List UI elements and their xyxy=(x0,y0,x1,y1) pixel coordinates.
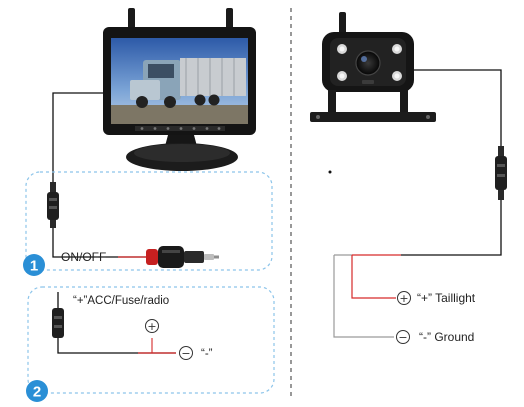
inline-fuse-icon xyxy=(495,146,507,200)
monitor-wire xyxy=(52,92,103,182)
minus-terminal-symbol: − xyxy=(181,347,190,360)
taillight-label: “+” Taillight xyxy=(417,291,476,305)
mount-screw-dot xyxy=(328,170,332,174)
step-badge-1-number: 1 xyxy=(30,258,38,275)
minus-terminal: − xyxy=(179,346,193,360)
inline-fuse-icon xyxy=(47,182,59,228)
acc-wire xyxy=(57,338,176,354)
cigarette-lighter-plug-icon xyxy=(146,246,219,268)
ground-label: “-” Ground xyxy=(419,330,474,344)
inline-fuse-icon xyxy=(52,308,64,338)
acc-label: “+”ACC/Fuse/radio xyxy=(73,295,169,307)
power-box-2 xyxy=(27,286,275,394)
plug-wire xyxy=(52,228,146,258)
step-badge-2: 2 xyxy=(26,380,48,402)
taillight-terminal-symbol: + xyxy=(399,292,408,305)
taillight-wire xyxy=(351,255,396,299)
taillight-terminal: + xyxy=(397,291,411,305)
camera-wire xyxy=(414,69,502,148)
plus-terminal-symbol: + xyxy=(147,320,156,333)
ground-terminal: − xyxy=(396,330,410,344)
camera-wire-lower xyxy=(401,200,502,256)
on-off-label: ON/OFF xyxy=(61,250,106,264)
plus-terminal: + xyxy=(145,319,159,333)
step-badge-2-number: 2 xyxy=(33,384,41,401)
ground-wire xyxy=(333,255,394,338)
minus-label: “-” xyxy=(201,348,213,360)
backup-camera-icon xyxy=(310,12,436,122)
step-badge-1: 1 xyxy=(23,254,45,276)
ground-terminal-symbol: − xyxy=(398,331,407,344)
monitor-icon xyxy=(103,8,256,171)
power-box-1 xyxy=(25,171,273,271)
